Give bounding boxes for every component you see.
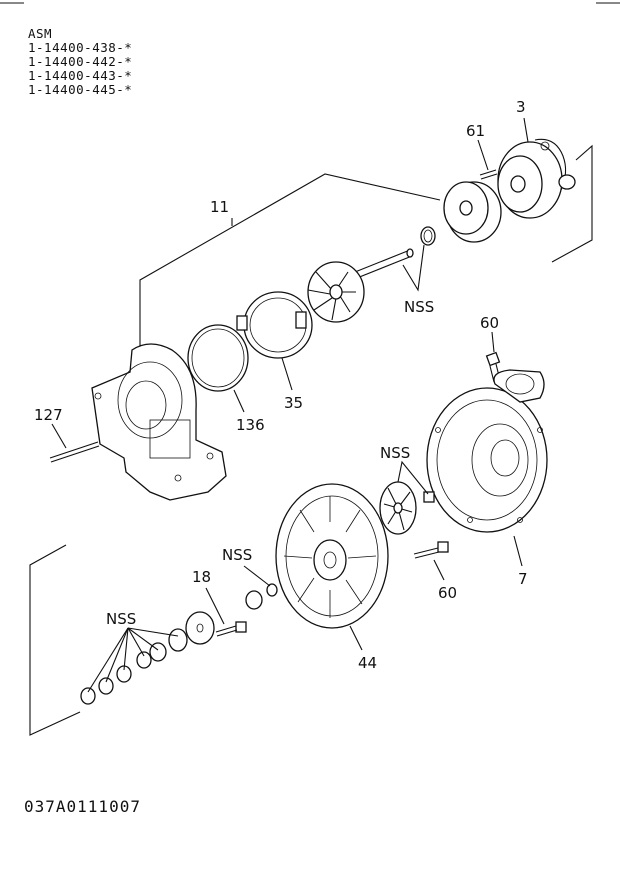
part-61-pin (479, 169, 498, 180)
leader-35 (281, 357, 293, 391)
leader-nss-rings (87, 627, 179, 693)
compressor-wheel (379, 481, 417, 535)
callout-7: 7 (518, 570, 528, 588)
leader-3 (523, 117, 529, 143)
bracket-right (551, 144, 593, 263)
part-44-back-plate (275, 483, 389, 629)
callout-nss-nut: NSS (380, 444, 410, 462)
callout-35: 35 (284, 394, 303, 412)
part-number-4: 1-14400-445-* (28, 82, 132, 97)
callout-60-top: 60 (480, 314, 499, 332)
part-number-1: 1-14400-438-* (28, 40, 132, 55)
part-3-housing (497, 138, 576, 219)
bracket-11 (139, 173, 441, 350)
part-11-turbine-housing (91, 343, 227, 501)
leader-136 (233, 389, 245, 413)
seal-plate (443, 181, 502, 243)
callout-60-bottom: 60 (438, 584, 457, 602)
callout-127: 127 (34, 406, 63, 424)
part-number-2: 1-14400-442-* (28, 54, 132, 69)
drawing-code: 037A0111007 (24, 797, 141, 816)
callout-nss-rings: NSS (106, 610, 136, 628)
turbine-wheel (307, 261, 365, 323)
leader-60-bottom (433, 559, 445, 581)
leader-60-top (491, 331, 495, 353)
leader-61 (477, 139, 489, 171)
callout-136: 136 (236, 416, 265, 434)
bracket-left (29, 544, 81, 736)
callout-44: 44 (358, 654, 377, 672)
leader-nss-bushing (243, 565, 271, 587)
callout-61: 61 (466, 122, 485, 140)
leader-127 (51, 423, 67, 449)
bushing-small (266, 583, 278, 597)
callout-18: 18 (192, 568, 211, 586)
callout-11: 11 (210, 198, 229, 216)
callout-nss-bushing: NSS (222, 546, 252, 564)
leader-nss-shaft (402, 244, 425, 292)
part-35-clamp (236, 291, 313, 359)
leader-44 (349, 625, 363, 651)
assembly-title: ASM (28, 26, 52, 41)
leader-7 (513, 535, 523, 567)
bushing (245, 590, 263, 610)
callout-nss-shaft: NSS (404, 298, 434, 316)
leader-18 (205, 587, 225, 625)
thrust-parts-stack (80, 611, 215, 705)
part-136-gasket (187, 324, 249, 392)
part-60-bottom-bolt (413, 541, 449, 559)
part-number-3: 1-14400-443-* (28, 68, 132, 83)
compressor-nut (423, 491, 435, 503)
leader-nss-nut (397, 460, 429, 495)
part-18-bolt (215, 621, 247, 637)
callout-3: 3 (516, 98, 526, 116)
o-ring (420, 226, 436, 246)
part-127-stud (49, 441, 100, 463)
part-7-compressor-cover (426, 369, 548, 533)
